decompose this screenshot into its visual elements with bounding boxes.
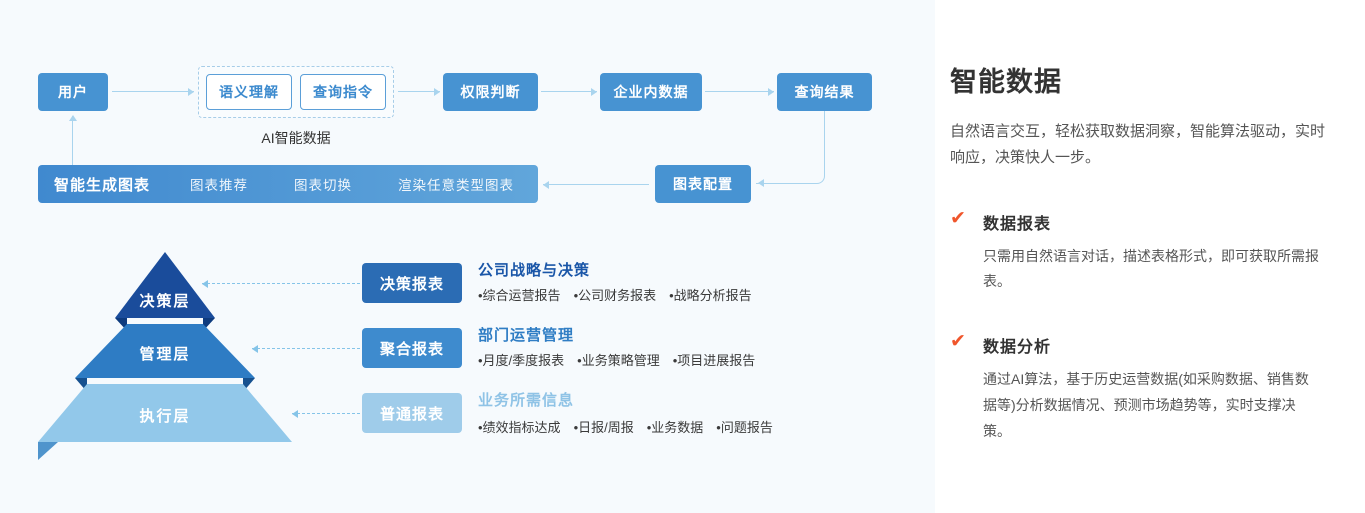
dash-arrow-management (252, 345, 360, 353)
pyramid-graphic (38, 252, 292, 460)
report-items-business-info: •绩效指标达成 •日报/周报 •业务数据 •问题报告 (478, 417, 773, 436)
smart-chart-bar-title: 智能生成图表 (54, 176, 151, 194)
ai-group-label: AI智能数据 (261, 130, 331, 146)
report-item: •月度/季度报表 (478, 353, 565, 368)
dash-arrow-decision (202, 280, 360, 288)
arrow-bar-to-user (69, 115, 77, 165)
report-items-operations: •月度/季度报表 •业务策略管理 •项目进展报告 (478, 350, 755, 369)
report-item: •战略分析报告 (669, 288, 752, 303)
report-item: •项目进展报告 (672, 353, 756, 368)
flow-node-query-instruction: 查询指令 (300, 74, 386, 110)
feature-desc: 只需用自然语言对话，描述表格形式，即可获取所需报表。 (983, 247, 1319, 290)
pyramid-top-layer-shape (115, 252, 215, 318)
arrow-result-to-chart-config (756, 111, 825, 187)
pyramid-label-execution-layer: 执行层 (139, 408, 191, 425)
pyramid-middle-layer-shape (75, 324, 255, 378)
feature-title: 数据分析 (983, 339, 1052, 357)
report-item: •业务策略管理 (577, 353, 660, 368)
report-item: •问题报告 (716, 420, 773, 435)
chart-bar-item-render: 渲染任意类型图表 (398, 178, 515, 193)
flow-node-semantic-understanding: 语义理解 (206, 74, 292, 110)
report-item: •综合运营报告 (478, 288, 561, 303)
smart-chart-bar: 智能生成图表 图表推荐 图表切换 渲染任意类型图表 (38, 165, 538, 203)
flow-node-enterprise-data: 企业内数据 (600, 73, 702, 111)
report-title-strategy: 公司战略与决策 (478, 262, 591, 279)
page-title: 智能数据 (950, 67, 1062, 97)
feature-data-analysis: ✔ 数据分析 通过AI算法，基于历史运营数据(如采购数据、销售数据等)分析数据情… (950, 331, 1322, 445)
check-icon: ✔ (950, 331, 966, 353)
flow-node-chart-config: 图表配置 (655, 165, 751, 203)
chart-bar-item-recommend: 图表推荐 (190, 178, 249, 193)
pyramid-label-decision-layer: 决策层 (139, 293, 191, 310)
feature-title: 数据报表 (983, 215, 1052, 233)
feature-data-report: ✔ 数据报表 只需用自然语言对话，描述表格形式，即可获取所需报表。 (950, 207, 1322, 296)
report-item: •绩效指标达成 (478, 420, 561, 435)
panel-intro-text: 自然语言交互，轻松获取数据洞察，智能算法驱动，实时响应，决策快人一步。 (950, 123, 1326, 167)
badge-decision-report: 决策报表 (362, 263, 462, 303)
report-item: •业务数据 (646, 420, 704, 435)
pyramid-tail-fold (38, 442, 58, 460)
arrow-data-to-result (705, 88, 774, 96)
info-panel: 智能数据 自然语言交互，轻松获取数据洞察，智能算法驱动，实时响应，决策快人一步。… (950, 60, 1342, 445)
dash-arrow-execution (292, 410, 360, 418)
flow-diagram-section: 用户 语义理解 查询指令 AI智能数据 权限判断 企业内数据 查询结果 图表配置… (30, 66, 872, 462)
feature-desc: 通过AI算法，基于历史运营数据(如采购数据、销售数据等)分析数据情况、预测市场趋… (983, 371, 1309, 440)
arrow-ai-to-permission (398, 88, 440, 96)
pyramid-label-management-layer: 管理层 (139, 346, 191, 363)
pyramid-bottom-layer-shape (38, 384, 292, 442)
flow-node-user: 用户 (38, 73, 108, 111)
report-items-strategy: •综合运营报告 •公司财务报表 •战略分析报告 (478, 285, 752, 304)
badge-aggregate-report: 聚合报表 (362, 328, 462, 368)
arrow-permission-to-data (541, 88, 597, 96)
badge-ordinary-report: 普通报表 (362, 393, 462, 433)
report-pyramid: 决策层 管理层 执行层 (30, 250, 300, 462)
report-item: •公司财务报表 (573, 288, 657, 303)
flow-node-query-result: 查询结果 (777, 73, 872, 111)
ai-group-box: 语义理解 查询指令 (198, 66, 394, 118)
report-title-operations: 部门运营管理 (478, 327, 575, 344)
check-icon: ✔ (950, 207, 966, 229)
report-title-business-info: 业务所需信息 (478, 392, 575, 409)
chart-bar-item-switch: 图表切换 (294, 178, 353, 193)
flow-node-permission-check: 权限判断 (443, 73, 538, 111)
arrow-user-to-ai (112, 88, 194, 96)
arrow-config-to-chartbar (543, 181, 649, 189)
report-item: •日报/周报 (573, 420, 634, 435)
